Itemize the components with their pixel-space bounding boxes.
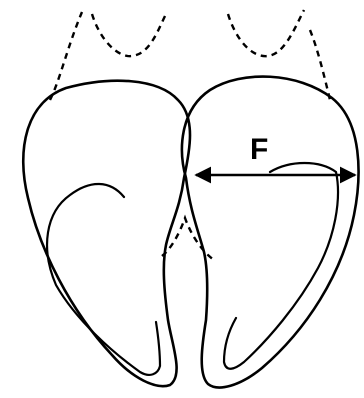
central-dashed-cusp bbox=[162, 218, 214, 260]
upper-left-dashed-cusp bbox=[92, 14, 166, 56]
right-inner-line bbox=[224, 163, 338, 369]
upper-right-dashed-cusp bbox=[228, 10, 304, 56]
measurement-label-f: F bbox=[250, 133, 268, 166]
